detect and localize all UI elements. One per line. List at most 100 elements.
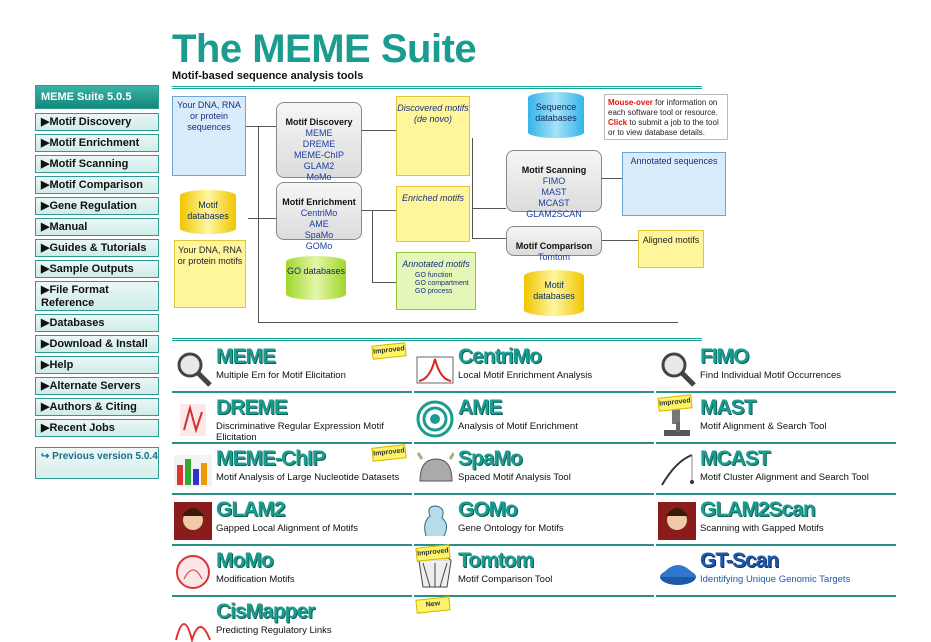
tool-name[interactable]: MCAST <box>700 447 771 470</box>
tool-ame[interactable]: AME Analysis of Motif Enrichment <box>414 396 654 446</box>
input-sequences-doc[interactable]: Your DNA, RNA or protein sequences <box>172 96 246 176</box>
sidebar-item-download-install[interactable]: ▶Download & Install <box>35 335 159 353</box>
glam-face-icon <box>174 502 212 540</box>
connector <box>472 238 506 239</box>
tool-name[interactable]: GOMo <box>458 498 518 521</box>
connector <box>360 130 396 131</box>
tool-divider <box>656 442 896 444</box>
input-motifs-doc[interactable]: Your DNA, RNA or protein motifs <box>174 240 246 308</box>
tool-divider <box>172 544 412 546</box>
sidebar-nav: MEME Suite 5.0.5 ▶Motif Discovery ▶Motif… <box>35 85 159 482</box>
tool-description: Multiple Em for Motif Elicitation <box>216 370 346 381</box>
tool-name[interactable]: AME <box>458 396 503 419</box>
tool-name[interactable]: MEME-ChIP <box>216 447 326 470</box>
annotated-motifs-list: GO function GO compartment GO process <box>415 272 469 295</box>
note-text-2: to submit a job to the tool or to view d… <box>608 118 719 137</box>
tool-name[interactable]: CisMapper <box>216 600 315 623</box>
connector <box>602 178 622 179</box>
sidebar-item-file-format-reference[interactable]: ▶File Format Reference <box>35 281 159 311</box>
sidebar-item-guides-tutorials[interactable]: ▶Guides & Tutorials <box>35 239 159 257</box>
sidebar-item-motif-comparison[interactable]: ▶Motif Comparison <box>35 176 159 194</box>
motif-databases-cylinder[interactable]: Motif databases <box>180 190 236 234</box>
peak-plot-icon <box>416 356 454 384</box>
sidebar-item-authors-citing[interactable]: ▶Authors & Citing <box>35 398 159 416</box>
tool-description: Analysis of Motif Enrichment <box>458 421 578 432</box>
connector <box>248 218 284 219</box>
helmet-icon <box>416 452 454 482</box>
tool-name[interactable]: MAST <box>700 396 756 419</box>
tool-name[interactable]: GLAM2 <box>216 498 285 521</box>
enriched-motifs-doc[interactable]: Enriched motifs <box>396 186 470 242</box>
glam-face-icon <box>658 502 696 540</box>
tool-mast[interactable]: MAST Motif Alignment & Search Tool <box>656 396 896 446</box>
connector <box>360 210 396 211</box>
tool-name[interactable]: DREME <box>216 396 288 419</box>
tool-divider <box>656 391 896 393</box>
sidebar-item-motif-discovery[interactable]: ▶Motif Discovery <box>35 113 159 131</box>
sidebar-item-sample-outputs[interactable]: ▶Sample Outputs <box>35 260 159 278</box>
note-mouseover: Mouse-over <box>608 98 653 107</box>
magnifier-icon <box>177 352 212 387</box>
connector <box>372 282 396 283</box>
motif-comparison-tools: Tomtom <box>537 252 570 262</box>
sidebar-item-recent-jobs[interactable]: ▶Recent Jobs <box>35 419 159 437</box>
workflow-diagram: Your DNA, RNA or protein sequences Motif… <box>170 90 730 330</box>
tool-divider <box>414 595 654 597</box>
sidebar-item-gene-regulation[interactable]: ▶Gene Regulation <box>35 197 159 215</box>
fishing-rod-icon <box>661 454 694 486</box>
sidebar-item-help[interactable]: ▶Help <box>35 356 159 374</box>
cismapper-icon <box>175 623 211 642</box>
annotated-motifs-doc[interactable]: Annotated motifs GO function GO compartm… <box>396 252 476 310</box>
aligned-motifs-doc[interactable]: Aligned motifs <box>638 230 704 268</box>
sidebar-item-manual[interactable]: ▶Manual <box>35 218 159 236</box>
sequence-databases-cylinder[interactable]: Sequence databases <box>528 92 584 138</box>
tool-meme[interactable]: MEME Multiple Em for Motif Elicitation <box>172 345 412 395</box>
sidebar-item-alternate-servers[interactable]: ▶Alternate Servers <box>35 377 159 395</box>
tool-description: Discriminative Regular Expression Motif … <box>216 421 384 443</box>
annotated-sequences-doc[interactable]: Annotated sequences <box>622 152 726 216</box>
sidebar-item-motif-enrichment[interactable]: ▶Motif Enrichment <box>35 134 159 152</box>
sidebar-item-motif-scanning[interactable]: ▶Motif Scanning <box>35 155 159 173</box>
previous-version-link[interactable]: ↪ Previous version 5.0.4 <box>35 447 159 479</box>
tool-divider <box>172 442 412 444</box>
page-title[interactable]: The MEME Suite <box>172 27 477 71</box>
tool-mcast[interactable]: MCAST Motif Cluster Alignment and Search … <box>656 447 896 497</box>
tool-name[interactable]: CentriMo <box>458 345 542 368</box>
go-databases-cylinder[interactable]: GO databases <box>286 256 346 300</box>
tool-name[interactable]: Tomtom <box>458 549 534 572</box>
tool-name[interactable]: MEME <box>216 345 276 368</box>
connector <box>602 240 638 241</box>
motif-databases-cylinder-2[interactable]: Motif databases <box>524 270 584 316</box>
tool-description: Motif Alignment & Search Tool <box>700 421 827 432</box>
tool-description: Modification Motifs <box>216 574 295 585</box>
tool-description: Spaced Motif Analysis Tool <box>458 472 571 483</box>
tool-name[interactable]: GT-Scan <box>700 549 779 572</box>
header-divider <box>172 86 702 89</box>
tool-name[interactable]: FIMO <box>700 345 749 368</box>
note-text-1: for information on each software tool or… <box>608 98 718 117</box>
sidebar-version-button[interactable]: MEME Suite 5.0.5 <box>35 85 159 109</box>
sidebar-item-databases[interactable]: ▶Databases <box>35 314 159 332</box>
motif-scanning-tools: FIMO MAST MCAST GLAM2SCAN <box>526 176 582 219</box>
discovered-motifs-doc[interactable]: Discovered motifs (de novo) <box>396 96 470 176</box>
tool-description: Motif Cluster Alignment and Search Tool <box>700 472 869 483</box>
tool-name[interactable]: SpaMo <box>458 447 523 470</box>
tool-name[interactable]: MoMo <box>216 549 274 572</box>
tool-name[interactable]: GLAM2Scan <box>700 498 816 521</box>
